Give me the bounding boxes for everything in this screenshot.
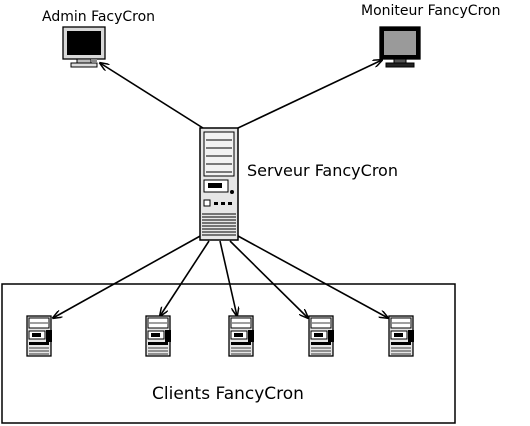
admin-label: Admin FacyCron bbox=[42, 9, 156, 25]
edge-serveur-client-1 bbox=[53, 234, 203, 318]
client-computer-icon bbox=[228, 315, 254, 357]
clients-row bbox=[26, 315, 414, 357]
edge-serveur-client-4 bbox=[229, 240, 308, 318]
client-computer-icon bbox=[388, 315, 414, 357]
clients-group-box bbox=[1, 283, 456, 424]
clients-label: Clients FancyCron bbox=[152, 384, 304, 404]
moniteur-label: Moniteur FancyCron bbox=[361, 3, 501, 19]
monitor-black-screen-icon bbox=[62, 26, 106, 68]
edge-serveur-moniteur bbox=[237, 60, 382, 129]
edge-serveur-client-2 bbox=[160, 240, 210, 316]
tower-server-icon bbox=[199, 127, 239, 241]
serveur-label: Serveur FancyCron bbox=[247, 161, 398, 180]
client-computer-icon bbox=[26, 315, 52, 357]
edges bbox=[53, 60, 388, 318]
monitor-grey-screen-icon bbox=[379, 26, 421, 68]
client-computer-icon bbox=[308, 315, 334, 357]
edge-serveur-client-5 bbox=[237, 235, 388, 318]
edge-serveur-client-3 bbox=[219, 240, 237, 316]
edge-serveur-admin bbox=[100, 63, 204, 129]
client-computer-icon bbox=[145, 315, 171, 357]
